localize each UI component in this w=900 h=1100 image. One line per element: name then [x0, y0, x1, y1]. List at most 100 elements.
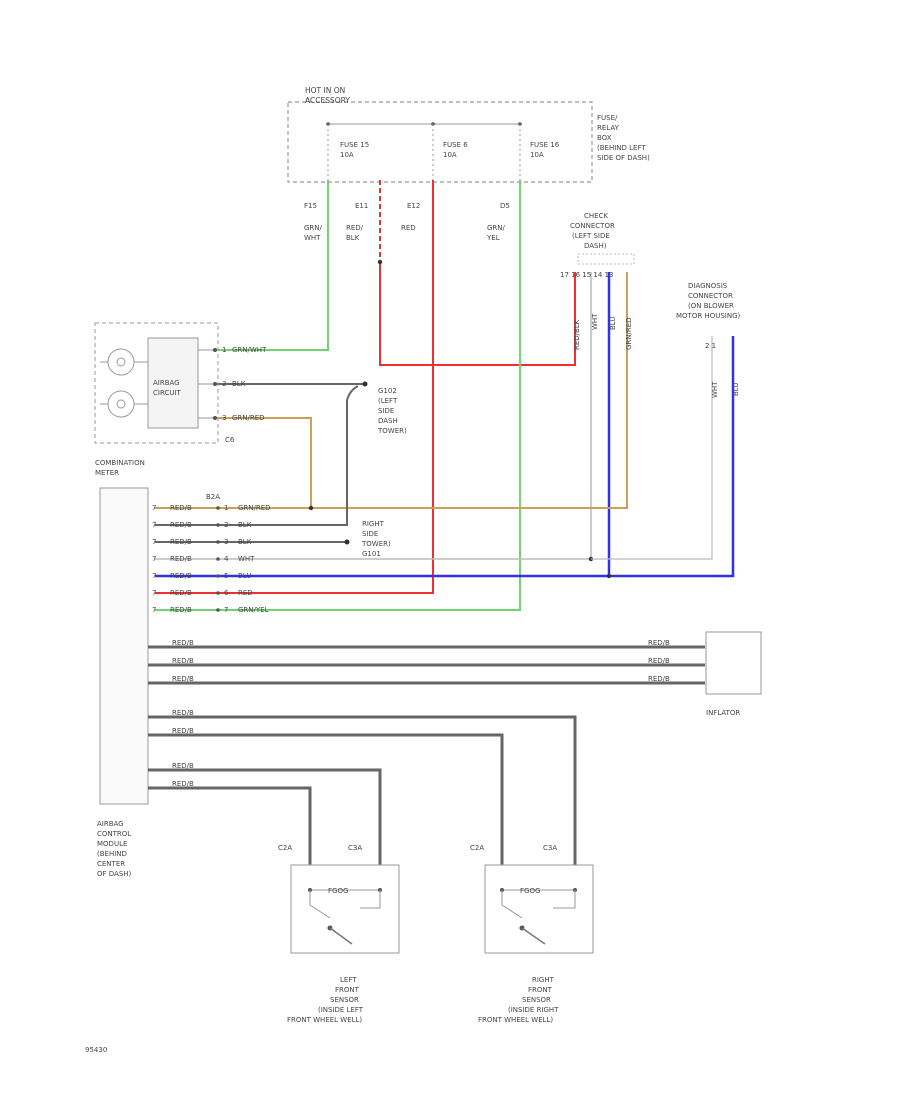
meter-row-2: 7 RED/B 2 BLK — [152, 521, 252, 529]
fuse-15-name: FUSE 15 — [340, 141, 369, 149]
airbag-wire-blk: BLK — [232, 380, 246, 388]
airbag-circuit-label-2: CIRCUIT — [153, 389, 182, 397]
airbag-control-module: COMBINATION METER B2A AIRBAG CONTROL MOD… — [95, 459, 220, 878]
module-label-4: (BEHIND — [97, 850, 127, 858]
combination-meter-label-2: METER — [95, 469, 119, 477]
meter-row-pin: 5 — [224, 572, 228, 580]
meter-row-code: RED/B — [170, 589, 192, 597]
meter-row-code: RED/B — [170, 572, 192, 580]
left-sensor-label-4: (INSIDE LEFT — [318, 1006, 364, 1014]
left-sensor-label-5: FRONT WHEEL WELL) — [287, 1016, 362, 1024]
inflator-wire-right-1: RED/B — [648, 639, 670, 647]
check-connector: CHECK CONNECTOR (LEFT SIDE DASH) 17 16 1… — [560, 212, 635, 350]
check-connector-label-3: (LEFT SIDE — [572, 232, 610, 240]
check-connector-label-4: DASH) — [584, 242, 607, 250]
top-wire-labels: F15 E11 E12 D5 GRN/ WHT RED/ BLK RED GRN… — [304, 202, 510, 242]
svg-text:7: 7 — [152, 504, 156, 512]
right-sensor-label-4: (INSIDE RIGHT — [508, 1006, 559, 1014]
fuse-box-label-3: BOX — [597, 134, 612, 142]
right-sensor-label-5: FRONT WHEEL WELL) — [478, 1016, 553, 1024]
diagnosis-connector: DIAGNOSIS CONNECTOR (ON BLOWER MOTOR HOU… — [676, 282, 740, 398]
fuse-box-label-2: RELAY — [597, 124, 620, 132]
fuse-15-rating: 10A — [340, 151, 354, 159]
airbag-circuit-label-1: AIRBAG — [153, 379, 180, 387]
wire-color-b-2: BLK — [346, 234, 360, 242]
sensor-wire-3: RED/B — [172, 762, 194, 770]
ground-left-5: TOWER) — [377, 427, 407, 435]
inflator-label: INFLATOR — [706, 709, 740, 717]
meter-row-wire: BLU — [238, 572, 251, 580]
svg-text:7: 7 — [152, 555, 156, 563]
sensor-wire-2: RED/B — [172, 727, 194, 735]
meter-row-pin: 6 — [224, 589, 229, 597]
svg-text:7: 7 — [152, 606, 156, 614]
wire-grn-red-airbag — [215, 417, 312, 508]
ground-right-2: SIDE — [362, 530, 378, 538]
fuse-6-rating: 10A — [443, 151, 457, 159]
wire-id-b: E11 — [355, 202, 368, 210]
sensor-wire-1: RED/B — [172, 709, 194, 717]
ground-right-4: G101 — [362, 550, 381, 558]
left-sensor-pin-b: C3A — [348, 844, 362, 852]
wire-color-b-1: RED/ — [346, 224, 364, 232]
check-wire-red-blk: RED/BLK — [573, 319, 581, 350]
airbag-pin-2: 2 — [222, 380, 226, 388]
left-front-sensor: C2A C3A FGOG LEFT FRONT SENSOR (INSIDE L… — [278, 844, 400, 1024]
meter-row-wire: GRN/RED — [238, 504, 271, 512]
wire-color-a-1: GRN/ — [304, 224, 323, 232]
check-wire-grn-red: GRN/RED — [625, 317, 633, 350]
wire-red — [155, 180, 434, 594]
diag-label-2: CONNECTOR — [688, 292, 733, 300]
diag-pins: 2 1 — [705, 342, 716, 350]
c-ref: B2A — [206, 493, 220, 501]
meter-row-6: 7 RED/B 6 RED — [152, 589, 253, 597]
wire-grn-wht — [215, 180, 329, 351]
wire-wht-diag — [591, 336, 713, 560]
wire-grn-yel — [155, 180, 521, 611]
module-label-2: CONTROL — [97, 830, 131, 838]
meter-row-code: RED/B — [170, 521, 192, 529]
airbag-pin-3: 3 — [222, 414, 226, 422]
fuse-box-header-1: HOT IN ON — [305, 86, 345, 95]
check-wire-wht: WHT — [591, 313, 599, 330]
wire-blu-row — [155, 336, 735, 578]
left-sensor-label-2: FRONT — [335, 986, 360, 994]
module-label-3: MODULE — [97, 840, 127, 848]
inflator-wire-right-2: RED/B — [648, 657, 670, 665]
diag-wire-wht: WHT — [711, 381, 719, 398]
ground-left-4: DASH — [378, 417, 398, 425]
meter-row-4: 7 RED/B 4 WHT — [152, 555, 255, 563]
ground-left-label: G102 (LEFT SIDE DASH TOWER) — [377, 387, 407, 435]
left-sensor-inner: FGOG — [328, 887, 348, 895]
fuse-16-name: FUSE 16 — [530, 141, 560, 149]
airbag-pin-1: 1 — [222, 346, 226, 354]
left-sensor-pin-a: C2A — [278, 844, 292, 852]
airbag-wire-grn-red: GRN/RED — [232, 414, 265, 422]
fuse-box-header-2: ACCESSORY — [305, 96, 350, 105]
wire-red-blk — [379, 262, 576, 366]
right-sensor-label-2: FRONT — [528, 986, 553, 994]
wire-id-c: E12 — [407, 202, 420, 210]
meter-row-code: RED/B — [170, 555, 192, 563]
fuse-box-label-1: FUSE/ — [597, 114, 618, 122]
meter-row-wire: BLK — [238, 538, 252, 546]
inflator-wire-right-3: RED/B — [648, 675, 670, 683]
airbag-circuit: AIRBAG CIRCUIT 1 2 3 GRN/WHT BLK GRN/RED… — [94, 322, 267, 444]
wire-id-a: F15 — [304, 202, 317, 210]
module-label-5: CENTER — [97, 860, 125, 868]
right-sensor-pin-a: C2A — [470, 844, 484, 852]
inflator-wire-left-3: RED/B — [172, 675, 194, 683]
wires — [155, 180, 735, 611]
ground-right-1: RIGHT — [362, 520, 385, 528]
meter-row-pin: 7 — [224, 606, 228, 614]
wire-color-a-2: WHT — [304, 234, 321, 242]
left-sensor-label-1: LEFT — [340, 976, 357, 984]
airbag-circuit-ref: C6 — [225, 436, 235, 444]
module-label-6: OF DASH) — [97, 870, 132, 878]
inflator: RED/B RED/B RED/B RED/B RED/B RED/B INFL… — [148, 631, 762, 717]
inflator-wire-left-1: RED/B — [172, 639, 194, 647]
meter-row-1: 7 RED/B 1 GRN/RED — [152, 504, 271, 512]
diag-label-1: DIAGNOSIS — [688, 282, 728, 290]
right-sensor-label-1: RIGHT — [532, 976, 555, 984]
